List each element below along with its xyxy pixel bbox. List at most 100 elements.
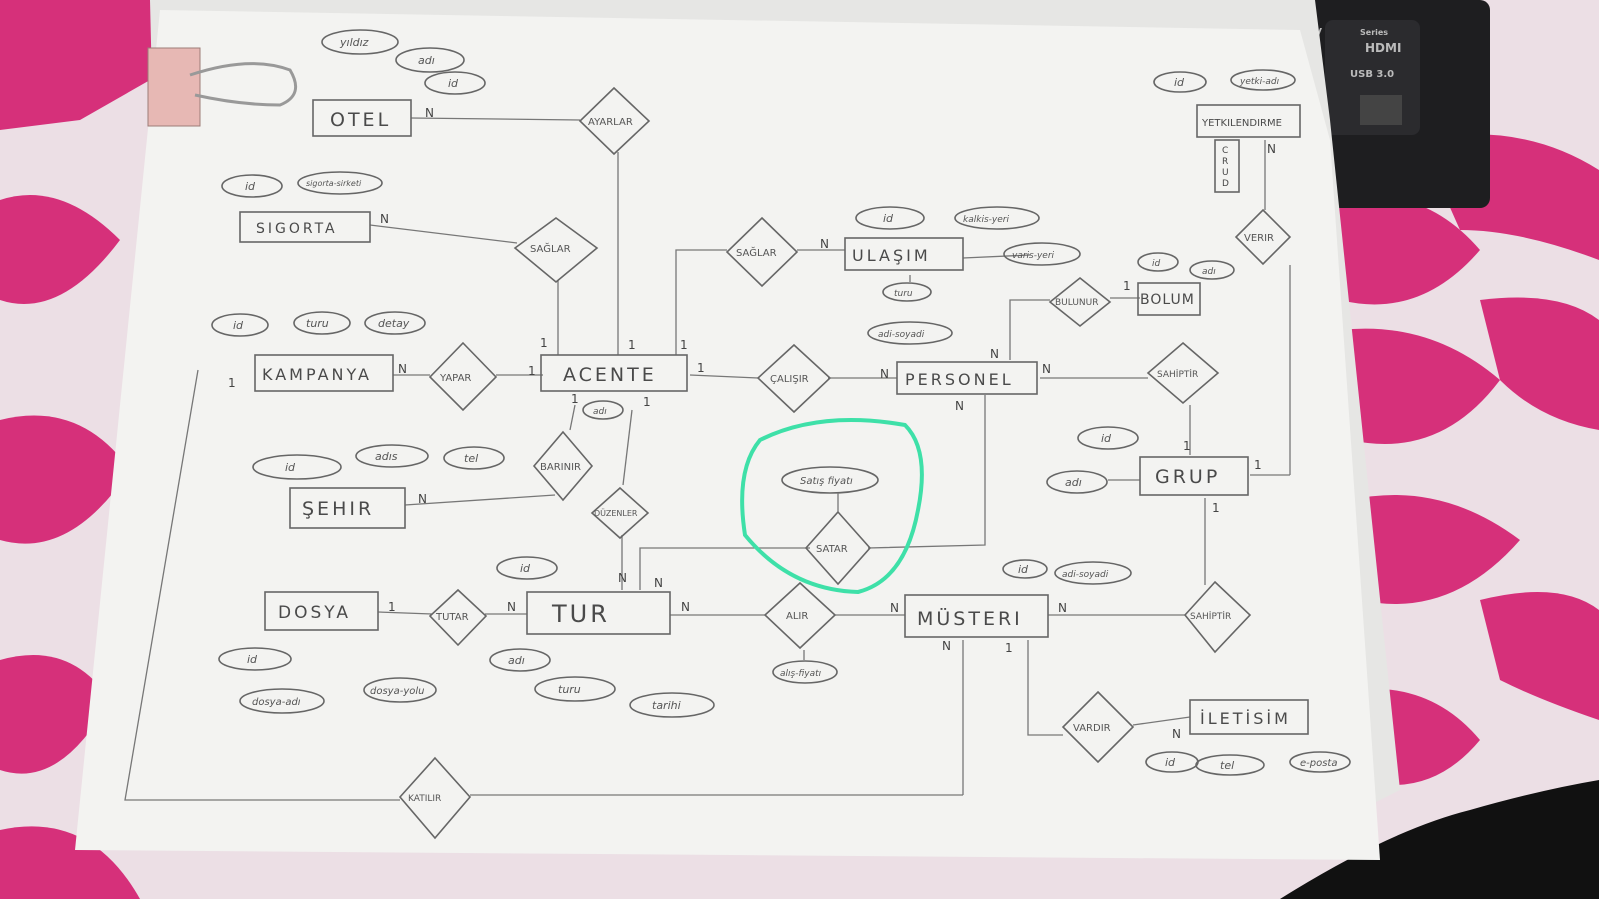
rel-tutar[interactable]: TUTAR	[428, 588, 488, 647]
rel-barinir[interactable]: BARINIR	[532, 430, 594, 502]
rel-sahiptir-grup[interactable]: SAHİPTİR	[1183, 580, 1252, 654]
attr-sehir-tel-label: tel	[464, 452, 478, 465]
rel-yapar-label: YAPAR	[439, 373, 471, 384]
attr-dosya-yolu-label: dosya-yolu	[370, 686, 424, 697]
rel-calisir[interactable]: ÇALIŞIR	[756, 343, 832, 414]
entity-ulasim-label: ULAŞIM	[852, 246, 931, 265]
entity-bolum[interactable]: BOLUM	[1137, 282, 1201, 316]
attr-bolum-adi[interactable]: adı	[1189, 260, 1235, 280]
entity-kampanya[interactable]: KAMPANYA	[254, 354, 394, 392]
rel-verir[interactable]: VERIR	[1234, 208, 1292, 266]
cardinalities: N N 1 N 1 1 1 1 1 1 1 N N N N N 1 N 1 1 …	[228, 106, 1276, 741]
attr-sehir-adi[interactable]: adıs	[355, 444, 429, 468]
attr-sehir-id[interactable]: id	[252, 454, 342, 480]
entity-sehir[interactable]: ŞEHIR	[289, 487, 406, 529]
attr-sigorta-id[interactable]: id	[221, 174, 283, 198]
crud-note: C R U D	[1214, 139, 1240, 193]
attr-dosya-adi[interactable]: dosya-adı	[239, 688, 325, 714]
attr-alis-fiyati-label: alış-fiyatı	[780, 669, 822, 679]
attr-tur-turu-label: turu	[558, 683, 581, 696]
paper-sheet	[75, 10, 1380, 860]
attr-satis-fiyati[interactable]: Satış fiyatı	[781, 466, 879, 494]
card-calisir-n: N	[880, 367, 889, 381]
rel-vardir-label: VARDIR	[1073, 723, 1111, 734]
attr-otel-adi[interactable]: adı	[395, 47, 465, 73]
rel-satar-label: SATAR	[816, 544, 848, 555]
attr-alis-fiyati[interactable]: alış-fiyatı	[772, 660, 838, 684]
crud-u: U	[1222, 168, 1229, 178]
attr-ulasim-varis-label: varis-yeri	[1012, 251, 1055, 261]
rel-alir[interactable]: ALIR	[763, 581, 837, 650]
attr-ulasim-varis[interactable]: varis-yeri	[1003, 242, 1081, 266]
card-tur-n2: N	[654, 576, 663, 590]
rel-calisir-label: ÇALIŞIR	[770, 374, 809, 385]
card-tur-n4: N	[681, 600, 690, 614]
attr-bolum-id[interactable]: id	[1137, 252, 1179, 272]
rel-sahiptir-personel[interactable]: SAHİPTİR	[1146, 341, 1220, 405]
rel-saglar-sigorta-label: SAĞLAR	[530, 242, 571, 255]
attr-tur-turu[interactable]: turu	[534, 676, 616, 702]
attr-otel-yildiz[interactable]: yıldız	[321, 29, 399, 55]
rel-bulunur[interactable]: BULUNUR	[1048, 276, 1112, 328]
rel-yapar[interactable]: YAPAR	[428, 341, 498, 412]
attr-yetki-adi[interactable]: yetki-adı	[1230, 69, 1296, 91]
attr-dosya-yolu[interactable]: dosya-yolu	[363, 677, 437, 703]
attr-musteri-id[interactable]: id	[1002, 559, 1048, 579]
attr-yetki-id[interactable]: id	[1153, 71, 1207, 93]
rel-bulunur-label: BULUNUR	[1055, 298, 1099, 308]
attr-ulasim-id[interactable]: id	[855, 206, 925, 230]
entity-yetkilendirme[interactable]: YETKILENDIRME	[1196, 104, 1301, 138]
attr-iletisim-tel[interactable]: tel	[1195, 754, 1265, 776]
attr-sehir-tel[interactable]: tel	[443, 446, 505, 470]
entity-acente[interactable]: ACENTE	[540, 354, 688, 392]
entity-dosya[interactable]: DOSYA	[264, 591, 379, 631]
attr-otel-id[interactable]: id	[424, 71, 486, 95]
card-yetki-n: N	[1267, 142, 1276, 156]
entity-personel[interactable]: PERSONEL	[896, 361, 1038, 395]
entity-dosya-label: DOSYA	[278, 603, 351, 623]
attr-kampanya-turu[interactable]: turu	[293, 311, 351, 335]
attr-dosya-adi-label: dosya-adı	[252, 697, 301, 708]
rel-duzenler[interactable]: DÜZENLER	[590, 486, 650, 540]
entity-tur[interactable]: TUR	[526, 591, 671, 635]
attr-acente-adi[interactable]: adı	[582, 400, 624, 420]
attr-sehir-adi-label: adıs	[375, 450, 398, 463]
entity-otel[interactable]: OTEL	[312, 99, 412, 137]
attr-sigorta-sirketi[interactable]: sigorta-sirketi	[297, 171, 383, 195]
attr-tur-id[interactable]: id	[496, 556, 558, 580]
laptop-usb-label: USB 3.0	[1350, 69, 1394, 80]
entity-ulasim[interactable]: ULAŞIM	[844, 237, 964, 271]
attr-kampanya-detay[interactable]: detay	[364, 311, 426, 335]
attr-iletisim-eposta[interactable]: e-posta	[1289, 751, 1351, 773]
attr-tur-tarihi[interactable]: tarihi	[629, 692, 715, 718]
attr-grup-id[interactable]: id	[1077, 426, 1139, 450]
entity-musteri[interactable]: MÜSTERI	[904, 594, 1049, 638]
attr-iletisim-tel-label: tel	[1220, 759, 1234, 772]
attr-ulasim-turu[interactable]: turu	[882, 282, 932, 302]
attr-tur-id-label: id	[520, 562, 531, 575]
attr-musteri-adi[interactable]: adi-soyadi	[1054, 561, 1132, 585]
rel-saglar-ulasim[interactable]: SAĞLAR	[725, 216, 799, 288]
rel-ayarlar[interactable]: AYARLAR	[578, 86, 651, 156]
attr-kampanya-id[interactable]: id	[211, 313, 269, 337]
attr-personel-adi[interactable]: adi-soyadi	[867, 321, 953, 345]
crud-r: R	[1222, 157, 1228, 167]
rel-vardir[interactable]: VARDIR	[1061, 690, 1135, 764]
attr-tur-adi[interactable]: adı	[489, 648, 551, 672]
attr-otel-yildiz-label: yıldız	[339, 36, 369, 49]
laptop-series-text: Series	[1360, 28, 1388, 37]
attr-sehir-id-label: id	[285, 461, 296, 474]
attr-ulasim-kalkis[interactable]: kalkis-yeri	[954, 206, 1040, 230]
entity-sigorta[interactable]: SIGORTA	[239, 211, 371, 243]
attr-grup-adi[interactable]: adı	[1046, 470, 1108, 494]
card-personel-n3: N	[955, 399, 964, 413]
entity-grup[interactable]: GRUP	[1139, 456, 1249, 496]
rel-saglar-sigorta[interactable]: SAĞLAR	[513, 217, 599, 284]
attr-dosya-id[interactable]: id	[218, 647, 292, 671]
entity-musteri-label: MÜSTERI	[917, 607, 1023, 630]
rel-tutar-label: TUTAR	[435, 612, 469, 623]
rel-katilir[interactable]: KATILIR	[398, 756, 472, 840]
rel-satar[interactable]: SATAR	[804, 510, 872, 586]
entity-iletisim[interactable]: İLETİSİM	[1189, 699, 1309, 735]
card-personel-n1: N	[990, 347, 999, 361]
